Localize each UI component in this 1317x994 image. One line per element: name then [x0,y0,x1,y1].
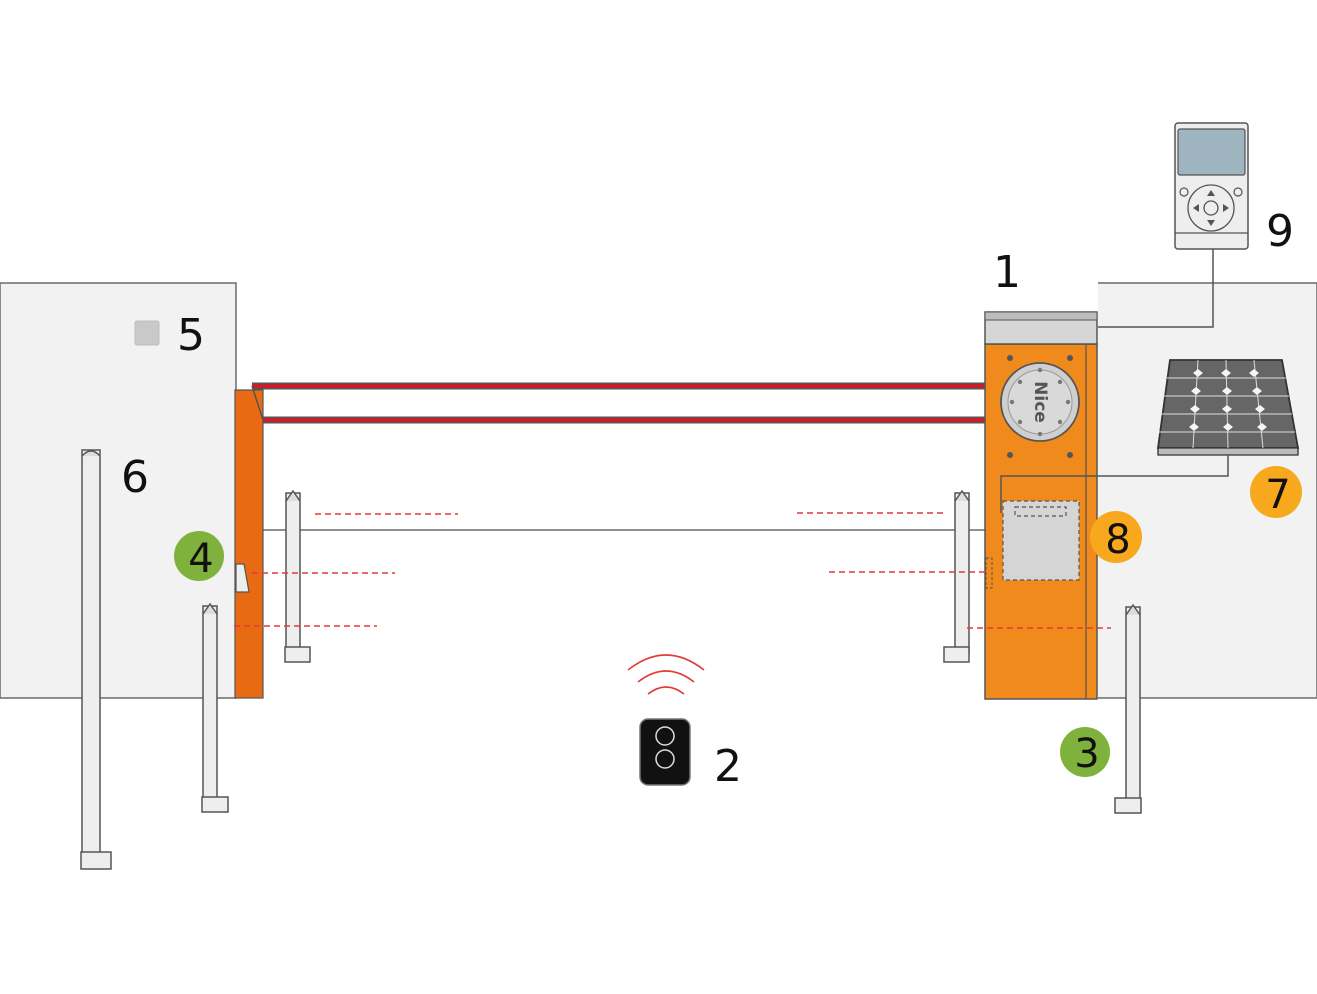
label-8: 8 [1105,517,1130,563]
photocell-post-left-front [201,602,229,813]
badge-3-circle [1060,727,1110,777]
photocell-post-left-back [284,489,311,663]
label-3: 3 [1074,731,1099,777]
photocell-beams [234,512,1111,629]
boom-arm [251,382,1004,424]
label-5: 5 [177,310,205,361]
badge-4-circle [174,531,224,581]
remote-control-icon [639,718,691,786]
solar-panel-icon [1156,359,1300,456]
photocell-post-right-front [1114,603,1142,814]
label-1: 1 [993,247,1021,298]
nice-logo: Nice [1030,381,1050,423]
label-4: 4 [188,536,213,582]
programmer-cable [1098,249,1214,328]
column-post [80,449,112,870]
photocell-4-icon [235,563,250,593]
left-wall [0,282,237,699]
solar-cable [1000,455,1229,513]
badge-8-circle [1090,511,1142,563]
label-2: 2 [714,741,742,792]
handheld-programmer-icon [1174,122,1249,250]
motor-disc: Nice [1000,362,1080,442]
wifi-signal-icon [627,654,705,695]
label-6: 6 [121,452,149,503]
label-9: 9 [1266,206,1294,257]
label-7: 7 [1265,472,1290,518]
photocell-post-right-back [943,489,970,663]
badge-7-circle [1250,466,1302,518]
boom-rest-post [234,389,264,699]
key-selector-icon [134,320,160,346]
